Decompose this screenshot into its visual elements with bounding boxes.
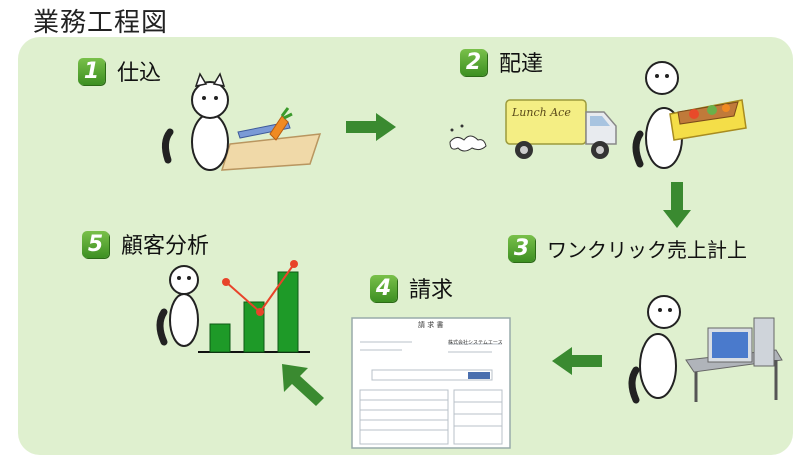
step-3: 3 ワンクリック売上計上 bbox=[508, 234, 747, 263]
invoice-header: 請 求 書 bbox=[418, 321, 444, 329]
step-2: 2 配達 bbox=[460, 46, 543, 78]
invoice-illustration bbox=[351, 317, 511, 449]
analyst-cat-illustration bbox=[156, 265, 199, 347]
invoice-company: 株式会社システムエース bbox=[448, 340, 503, 346]
step-1-badge: 1 bbox=[78, 57, 105, 85]
computer-illustration bbox=[628, 295, 783, 404]
arrow-left bbox=[552, 347, 602, 375]
step-3-label: ワンクリック売上計上 bbox=[547, 238, 747, 262]
step-5-badge: 5 bbox=[82, 230, 109, 258]
step-4-label: 請求 bbox=[409, 278, 454, 303]
arrow-up-left bbox=[282, 364, 324, 406]
chart-point-2 bbox=[256, 308, 264, 316]
arrow-right bbox=[346, 113, 396, 141]
step-2-badge: 2 bbox=[460, 48, 487, 76]
cat-chef-icon bbox=[174, 63, 175, 64]
step-1-label: 仕込 bbox=[117, 61, 162, 86]
step-4: 4 請求 bbox=[370, 272, 453, 304]
step-5: 5 顧客分析 bbox=[82, 228, 209, 260]
truck-sign: Lunch Ace bbox=[512, 106, 571, 119]
page-title: 業務工程図 bbox=[33, 8, 169, 38]
analysis-chart bbox=[198, 260, 310, 353]
step-5-label: 顧客分析 bbox=[121, 234, 210, 259]
step-1: 1 仕込 bbox=[78, 55, 161, 87]
step-3-badge: 3 bbox=[508, 235, 535, 262]
bento-delivery-illustration bbox=[632, 61, 747, 169]
step-4-badge: 4 bbox=[370, 274, 397, 302]
chart-point-1 bbox=[222, 278, 230, 286]
chart-bar-1 bbox=[209, 323, 231, 353]
chart-point-3 bbox=[290, 260, 298, 268]
step-2-label: 配達 bbox=[499, 52, 544, 77]
arrow-down bbox=[663, 182, 691, 228]
prep-illustration bbox=[161, 72, 322, 171]
delivery-truck-illustration bbox=[449, 99, 617, 159]
